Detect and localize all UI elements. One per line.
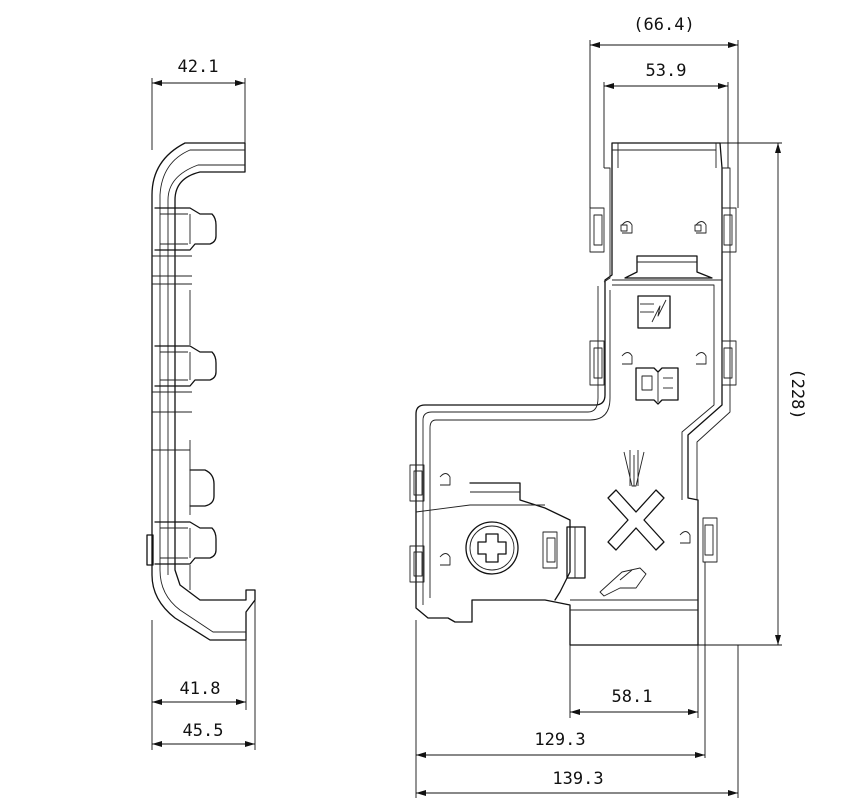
dim-front-top-inner: 53.9 [646,61,687,81]
front-view: (66.4) 53.9 (228) 58.1 129.3 1 [409,15,807,798]
dim-side-bottom-outer: 45.5 [183,721,224,741]
phillips-screw-icon [465,521,519,575]
dim-front-bottom-total: 139.3 [552,769,603,789]
dim-front-bottom-mid: 129.3 [534,730,585,750]
no-cutting-icon [599,450,665,597]
dim-front-top-outer: (66.4) [633,15,694,35]
manual-book-icon [635,367,679,405]
plug-symbol-icon [637,295,671,329]
dim-side-top-width: 42.1 [178,57,219,77]
dim-side-bottom-inner: 41.8 [180,679,221,699]
dim-front-bottom-right: 58.1 [612,687,653,707]
dim-front-height: (228) [787,368,807,419]
side-view: 42.1 41.8 45.5 [146,57,256,750]
